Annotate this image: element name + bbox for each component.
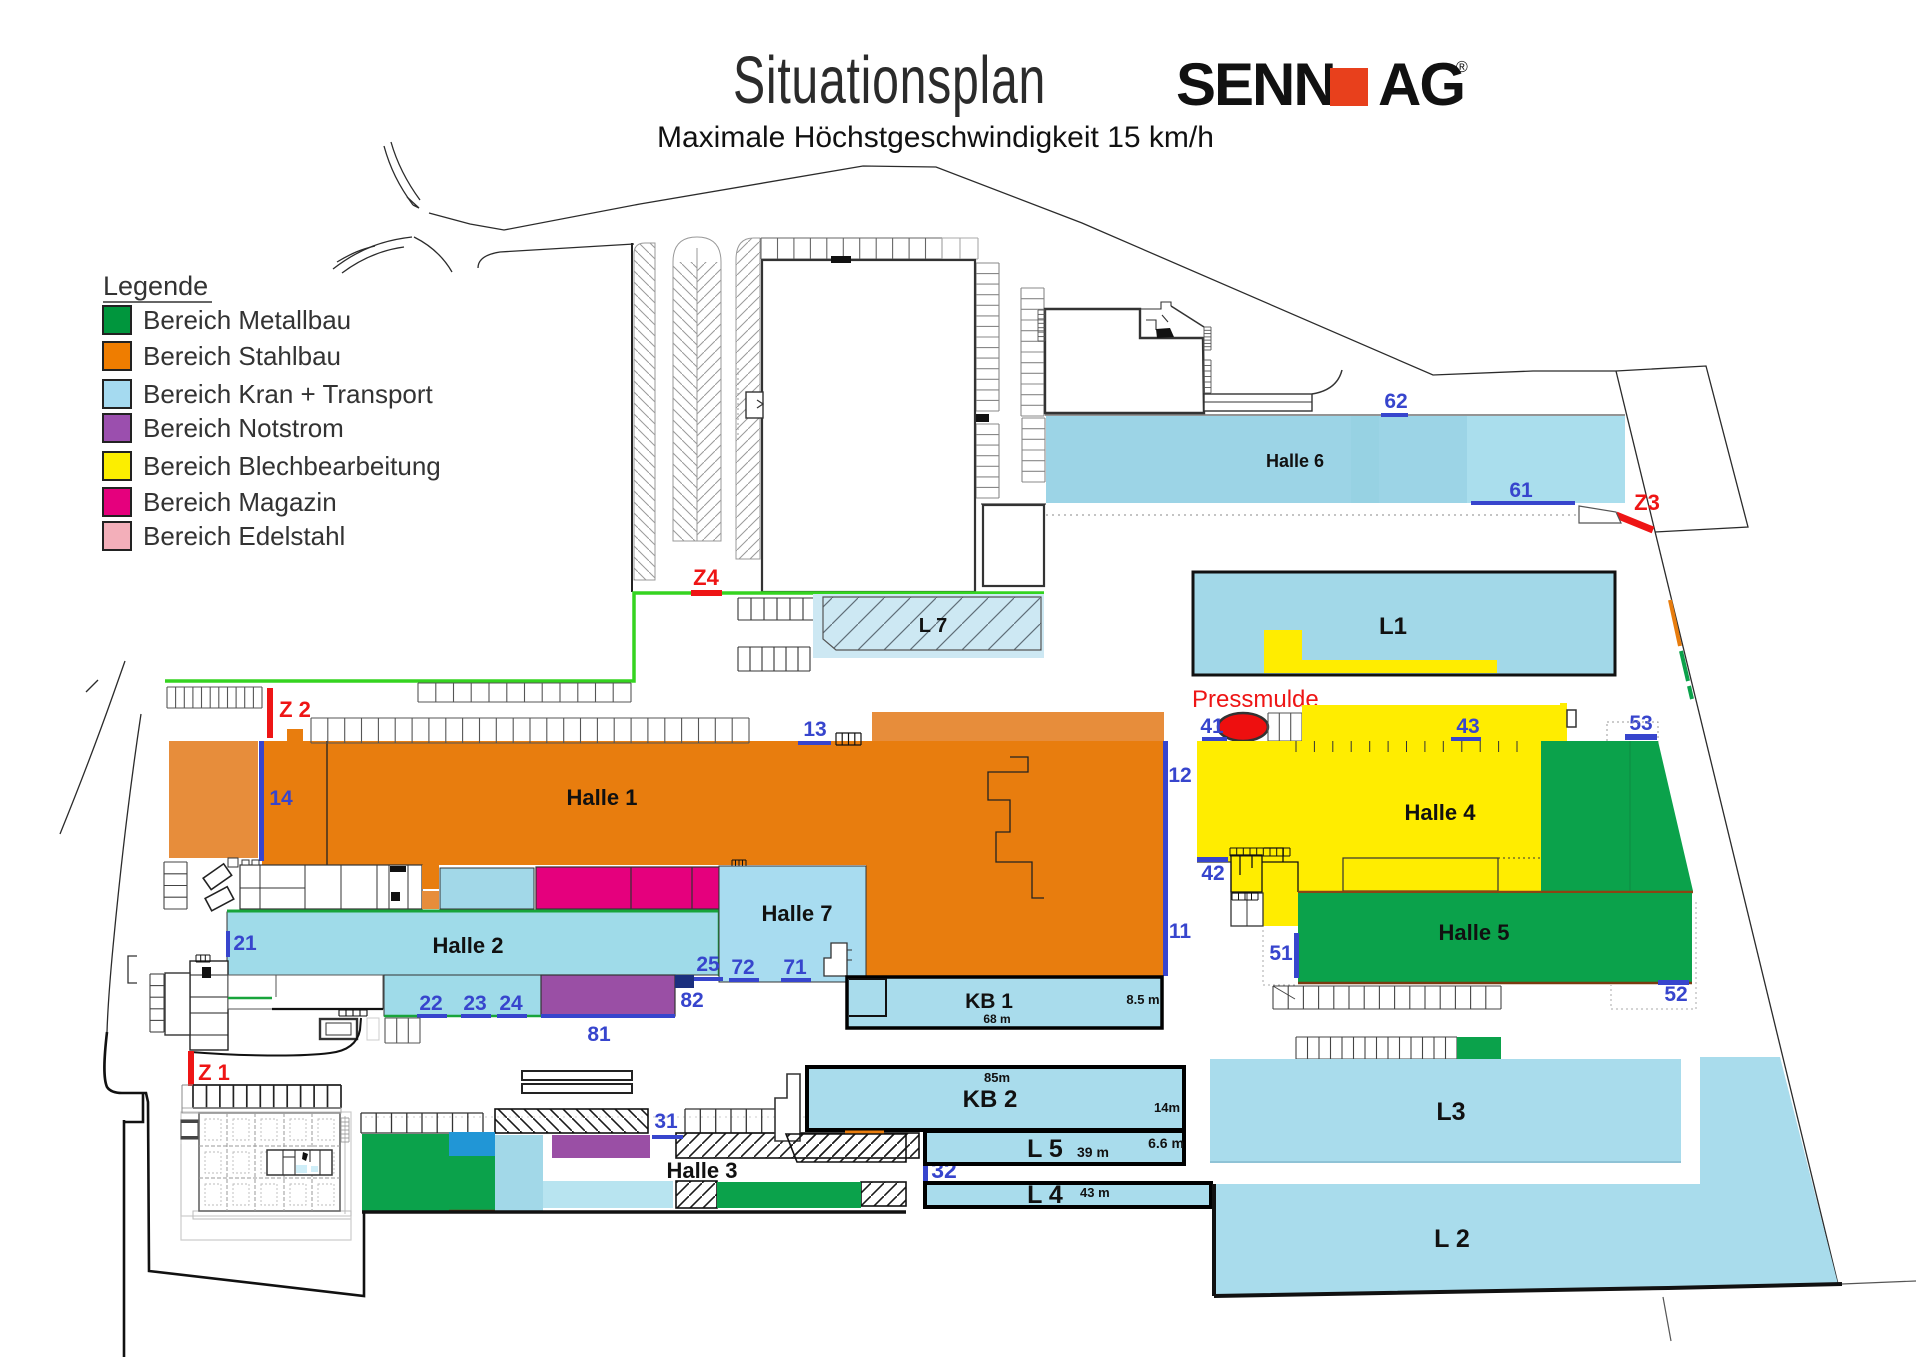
svg-text:Halle 3: Halle 3 [667,1158,738,1183]
svg-text:39 m: 39 m [1077,1144,1109,1160]
svg-text:72: 72 [731,956,754,979]
svg-text:42: 42 [1201,862,1224,885]
svg-text:Bereich Blechbearbeitung: Bereich Blechbearbeitung [143,451,441,481]
svg-text:Bereich Edelstahl: Bereich Edelstahl [143,521,345,551]
svg-text:L 2: L 2 [1434,1225,1470,1253]
svg-text:31: 31 [654,1110,678,1133]
svg-text:Halle 5: Halle 5 [1439,920,1510,945]
svg-text:SENN: SENN [1176,51,1335,118]
svg-text:51: 51 [1269,942,1293,965]
svg-text:Z3: Z3 [1634,490,1660,515]
svg-text:Maximale Höchstgeschwindigkeit: Maximale Höchstgeschwindigkeit 15 km/h [657,121,1214,154]
svg-text:Z4: Z4 [693,565,719,590]
svg-text:Bereich Metallbau: Bereich Metallbau [143,305,351,335]
svg-text:Halle 2: Halle 2 [433,933,504,958]
svg-text:71: 71 [783,956,807,979]
svg-text:Bereich Stahlbau: Bereich Stahlbau [143,341,341,371]
svg-text:11: 11 [1169,920,1192,943]
svg-text:L3: L3 [1436,1098,1465,1126]
svg-text:Halle 6: Halle 6 [1266,451,1324,471]
svg-text:L 7: L 7 [919,615,948,637]
svg-text:Legende: Legende [103,271,208,301]
svg-text:12: 12 [1168,764,1191,787]
svg-text:43 m: 43 m [1080,1185,1110,1200]
svg-text:Bereich Magazin: Bereich Magazin [143,487,337,517]
svg-text:24: 24 [499,992,523,1015]
svg-text:Halle 4: Halle 4 [1405,800,1477,825]
svg-text:Pressmulde: Pressmulde [1192,686,1319,713]
svg-text:®: ® [1456,59,1468,76]
svg-text:KB 2: KB 2 [963,1086,1018,1113]
svg-text:22: 22 [419,992,442,1015]
svg-text:Bereich Notstrom: Bereich Notstrom [143,413,344,443]
svg-text:61: 61 [1509,479,1533,502]
svg-text:85m: 85m [984,1070,1010,1085]
svg-text:L 5: L 5 [1027,1135,1063,1163]
svg-text:81: 81 [587,1023,611,1046]
svg-text:13: 13 [803,718,826,741]
svg-text:Z 1: Z 1 [198,1060,230,1085]
svg-text:8.5 m: 8.5 m [1126,992,1159,1007]
svg-text:41: 41 [1200,715,1224,738]
svg-text:Z 2: Z 2 [279,697,311,722]
svg-text:14m: 14m [1154,1100,1180,1115]
svg-text:82: 82 [680,989,703,1012]
svg-text:6.6 m: 6.6 m [1148,1135,1184,1151]
svg-text:52: 52 [1664,983,1687,1006]
svg-text:AG: AG [1378,51,1464,118]
svg-text:KB 1: KB 1 [965,990,1013,1013]
svg-text:21: 21 [233,932,257,955]
svg-text:53: 53 [1629,712,1652,735]
svg-text:Bereich Kran + Transport: Bereich Kran + Transport [143,379,434,409]
svg-text:Halle 7: Halle 7 [762,901,833,926]
svg-text:L 4: L 4 [1027,1181,1063,1209]
svg-text:62: 62 [1384,390,1407,413]
svg-text:68 m: 68 m [983,1012,1010,1026]
svg-text:Halle 1: Halle 1 [567,785,638,810]
svg-text:Situationsplan: Situationsplan [733,43,1046,118]
svg-text:25: 25 [696,953,720,976]
svg-text:23: 23 [463,992,486,1015]
svg-text:43: 43 [1456,715,1479,738]
svg-text:L1: L1 [1379,613,1407,640]
svg-text:14: 14 [269,787,293,810]
